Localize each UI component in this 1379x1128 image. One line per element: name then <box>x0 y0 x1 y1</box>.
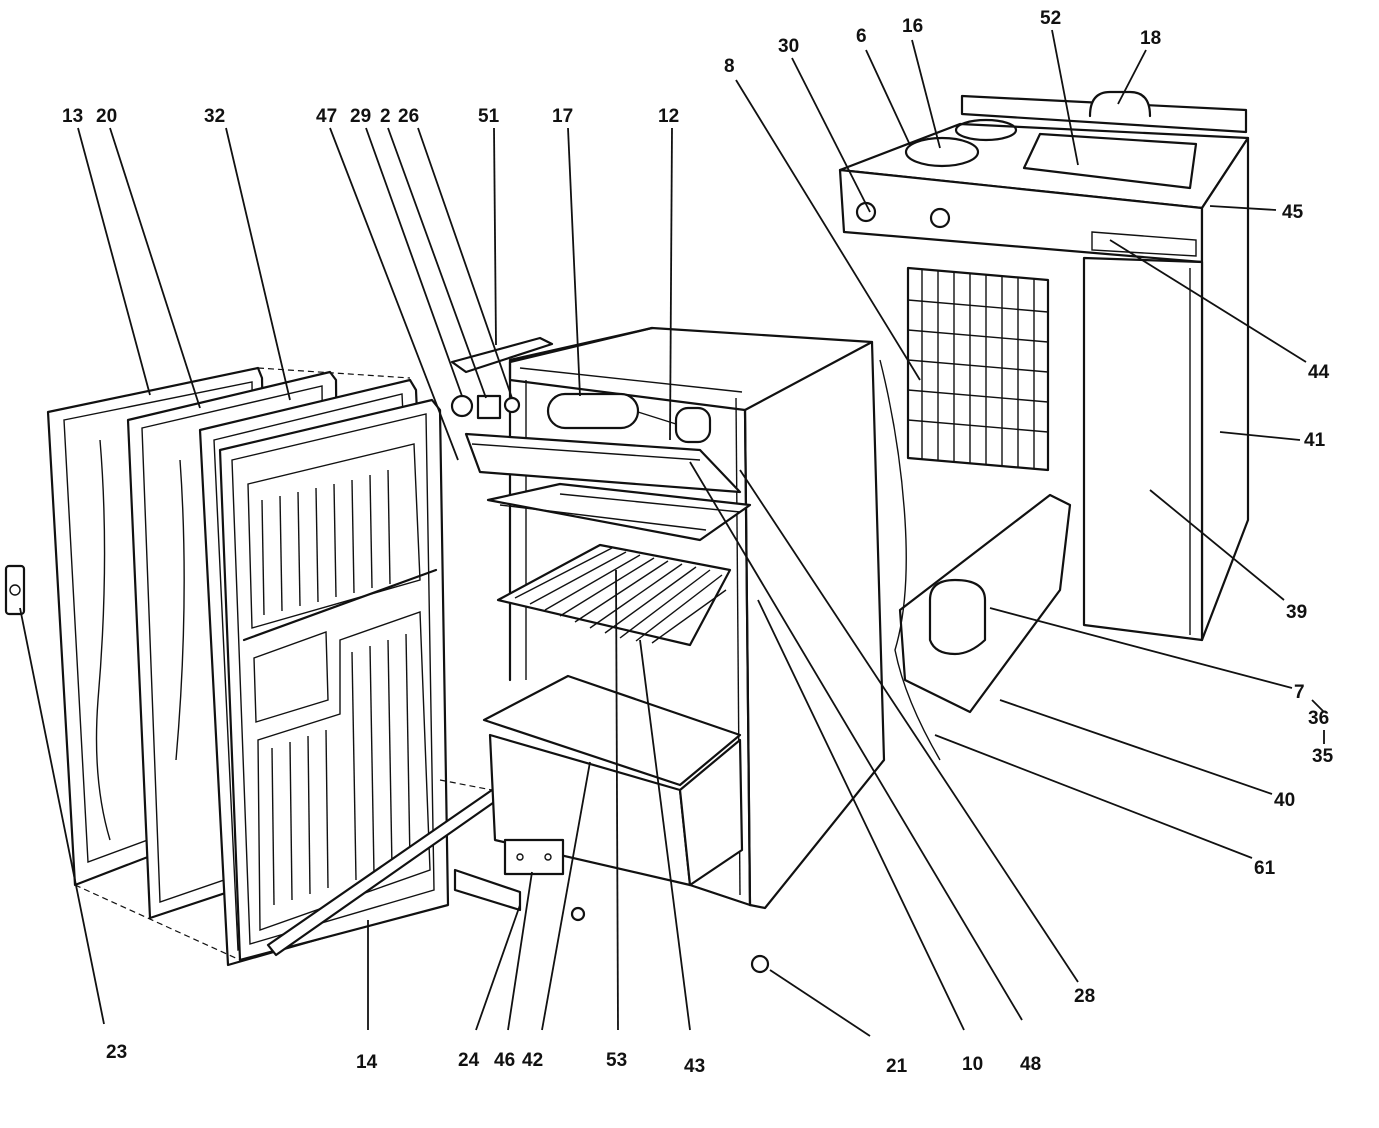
callout-2: 2 <box>380 106 391 127</box>
callout-41: 41 <box>1304 430 1326 451</box>
callout-52: 52 <box>1040 8 1061 29</box>
leveling-foot-21 <box>750 954 770 974</box>
callout-48: 48 <box>1020 1054 1041 1075</box>
inner-door-panel <box>218 398 450 962</box>
callout-17: 17 <box>552 106 573 127</box>
callout-51: 51 <box>478 106 500 127</box>
callout-28: 28 <box>1074 986 1095 1007</box>
thermostat-assembly <box>450 336 554 420</box>
callout-20: 20 <box>96 106 117 127</box>
callout-7: 7 <box>1294 682 1305 703</box>
callout-26: 26 <box>398 106 419 127</box>
callout-16: 16 <box>902 16 923 37</box>
callout-24: 24 <box>458 1050 480 1071</box>
callout-44: 44 <box>1308 362 1330 383</box>
sink-range-unit <box>838 90 1250 642</box>
callout-61: 61 <box>1254 858 1276 879</box>
callout-47: 47 <box>316 106 337 127</box>
callout-40: 40 <box>1274 790 1295 811</box>
wire-shelf <box>496 543 732 647</box>
evaporator-tubes <box>546 392 712 444</box>
callout-53: 53 <box>606 1050 627 1071</box>
condenser-coil <box>906 266 1050 472</box>
callout-21: 21 <box>886 1056 908 1077</box>
callout-23: 23 <box>106 1042 127 1063</box>
callout-12: 12 <box>658 106 679 127</box>
callout-30: 30 <box>778 36 799 57</box>
refrigerator-cabinet <box>508 326 886 910</box>
screw-42 <box>570 906 586 922</box>
callout-42: 42 <box>522 1050 543 1071</box>
callout-8: 8 <box>724 56 735 77</box>
callout-18: 18 <box>1140 28 1161 49</box>
callout-39: 39 <box>1286 602 1307 623</box>
callout-10: 10 <box>962 1054 983 1075</box>
callout-13: 13 <box>62 106 83 127</box>
leveling-bracket <box>453 868 522 912</box>
leader-lines <box>19 29 1325 1037</box>
callout-45: 45 <box>1282 202 1304 223</box>
callout-6: 6 <box>856 26 867 47</box>
strip-dash <box>439 779 493 791</box>
hinge-bracket-left <box>4 564 26 616</box>
callout-32: 32 <box>204 106 225 127</box>
callout-14: 14 <box>356 1052 378 1073</box>
callout-43: 43 <box>684 1056 705 1077</box>
drip-tray <box>464 432 742 494</box>
compressor-tray <box>879 359 1072 761</box>
callout-46: 46 <box>494 1050 515 1071</box>
callout-36: 36 <box>1308 708 1329 729</box>
upper-shelf <box>486 482 752 542</box>
callout-labels: 13 20 32 47 29 2 26 51 17 12 8 30 6 16 5… <box>62 8 1334 1077</box>
mounting-plate <box>503 838 565 876</box>
callout-35: 35 <box>1312 746 1334 767</box>
callout-29: 29 <box>350 106 371 127</box>
